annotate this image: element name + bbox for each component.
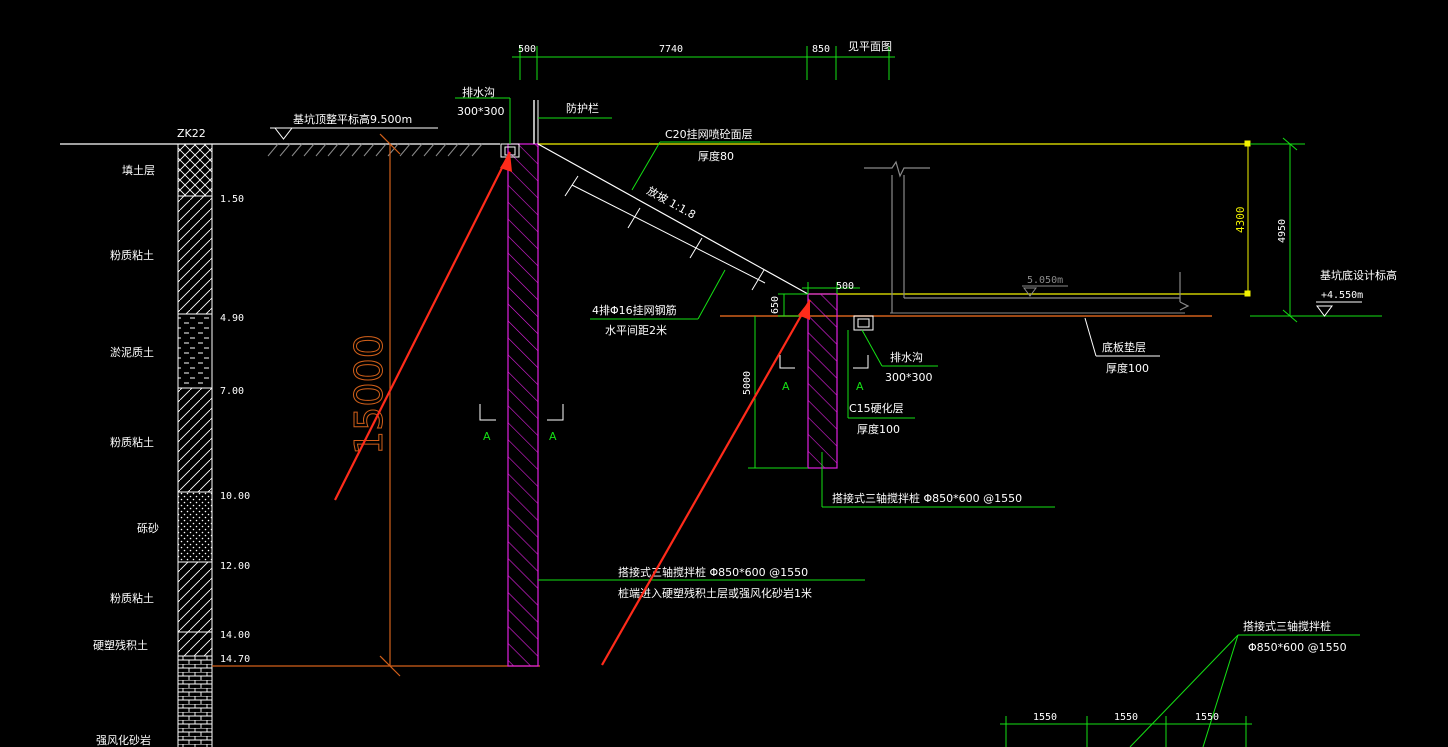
bottom-cushion-leader	[1084, 317, 1160, 357]
small-pile-wall	[807, 293, 838, 469]
basement-structure-outline	[864, 160, 1190, 313]
layer-label: 淤泥质土	[110, 346, 154, 359]
slope-line	[537, 143, 809, 295]
depth-label: 14.70	[220, 654, 250, 665]
see-plan-label: 见平面图	[848, 40, 892, 53]
section-a-label: A	[856, 380, 864, 393]
red-arrow-main	[334, 151, 512, 501]
design-elev-title: 基坑底设计标高	[1320, 268, 1397, 282]
c15-title: C15硬化层	[849, 401, 904, 415]
dim-4950-line	[1250, 137, 1382, 323]
borehole-column	[177, 143, 213, 747]
design-elevation-marker	[1316, 301, 1362, 317]
depth-label: 10.00	[220, 491, 250, 502]
ground-hatch	[267, 143, 483, 157]
depth-label: 7.00	[220, 386, 244, 397]
detail-dimension-chain	[1000, 716, 1252, 747]
layer-label: 强风化砂岩	[96, 733, 151, 747]
ground-level-label: 基坑顶整平标高9.500m	[293, 112, 412, 126]
detail-dim-3: 1550	[1195, 712, 1219, 723]
section-mark-a-small	[779, 355, 869, 369]
bottom-drain-leader	[847, 329, 938, 419]
top-dim-7740: 7740	[659, 44, 683, 55]
depth-label: 14.00	[220, 630, 250, 641]
elevation-marker-5050	[1022, 285, 1068, 297]
top-drain-title: 排水沟	[462, 85, 495, 99]
slope-label: 放坡 1:1.8	[645, 183, 699, 221]
layer-label: 砾砂	[137, 522, 159, 535]
bottom-drain-size: 300*300	[885, 371, 933, 384]
c15-thick: 厚度100	[857, 422, 900, 436]
section-a-label: A	[549, 430, 557, 443]
top-drain-leader	[455, 97, 511, 144]
red-arrow-small	[601, 299, 811, 666]
section-mark-a-main	[479, 404, 564, 421]
depth-label: 1.50	[220, 194, 244, 205]
depth-label: 12.00	[220, 561, 250, 572]
rebar-title: 4排Φ16挂网钢筋	[592, 303, 677, 317]
main-pile-label-1: 搭接式三轴搅拌桩 Φ850*600 @1550	[618, 565, 808, 579]
detail-dim-1: 1550	[1033, 712, 1057, 723]
elev-5050-label: 5.050m	[1027, 275, 1063, 286]
shotcrete-leader	[631, 141, 760, 191]
depth-label: 4.90	[220, 313, 244, 324]
bottom-drain	[853, 315, 874, 331]
small-pile-leader	[821, 452, 1055, 508]
bottom-drain-title: 排水沟	[890, 350, 923, 364]
detail-spec: Φ850*600 @1550	[1248, 641, 1347, 654]
guardrail-label: 防护栏	[566, 101, 599, 115]
top-dimension-chain	[512, 46, 895, 80]
detail-title: 搭接式三轴搅拌桩	[1243, 619, 1331, 633]
dim-650: 650	[770, 296, 781, 314]
layer-label: 硬塑残积土	[93, 638, 148, 652]
detail-dim-2: 1550	[1114, 712, 1138, 723]
shotcrete-thick: 厚度80	[698, 149, 734, 163]
shotcrete-title: C20挂网喷砼面层	[665, 127, 753, 141]
rebar-leader	[590, 269, 726, 320]
main-pile-label-2: 桩端进入硬塑残积土层或强风化砂岩1米	[618, 586, 812, 600]
section-a-label: A	[483, 430, 491, 443]
dim-500b: 500	[836, 281, 854, 292]
design-elev-value: +4.550m	[1321, 290, 1363, 301]
bottom-cushion-thick: 厚度100	[1106, 361, 1149, 375]
main-pile-wall	[507, 143, 539, 667]
small-pile-label: 搭接式三轴搅拌桩 Φ850*600 @1550	[832, 491, 1022, 505]
borehole-name: ZK22	[177, 127, 206, 140]
layer-label: 填土层	[122, 163, 155, 177]
dim-4950: 4950	[1277, 219, 1288, 243]
section-a-label: A	[782, 380, 790, 393]
borehole-layer-labels: 填土层 粉质粘土 淤泥质土 粉质粘土 砾砂 粉质粘土 硬塑残积土 强风化砂岩	[93, 163, 159, 747]
depth-dimension-label: 15000	[347, 334, 391, 455]
ground-level-marker: 基坑顶整平标高9.500m	[270, 112, 438, 140]
layer-label: 粉质粘土	[110, 591, 154, 605]
layer-label: 粉质粘土	[110, 435, 154, 449]
borehole-depths: 1.50 4.90 7.00 10.00 12.00 14.00 14.70	[220, 194, 250, 665]
dim-4300: 4300	[1234, 207, 1247, 234]
top-drain-size: 300*300	[457, 105, 505, 118]
dim-5000: 5000	[742, 371, 753, 395]
rebar-spacing: 水平间距2米	[605, 324, 667, 337]
detail-leader	[1129, 634, 1360, 747]
top-dim-500: 500	[518, 44, 536, 55]
small-pile-dims	[748, 282, 860, 469]
bottom-cushion-label: 底板垫层	[1102, 340, 1146, 354]
layer-label: 粉质粘土	[110, 248, 154, 262]
depth-dimension-15000	[212, 133, 540, 677]
top-dim-850: 850	[812, 44, 830, 55]
slope-dim-line	[571, 184, 766, 284]
